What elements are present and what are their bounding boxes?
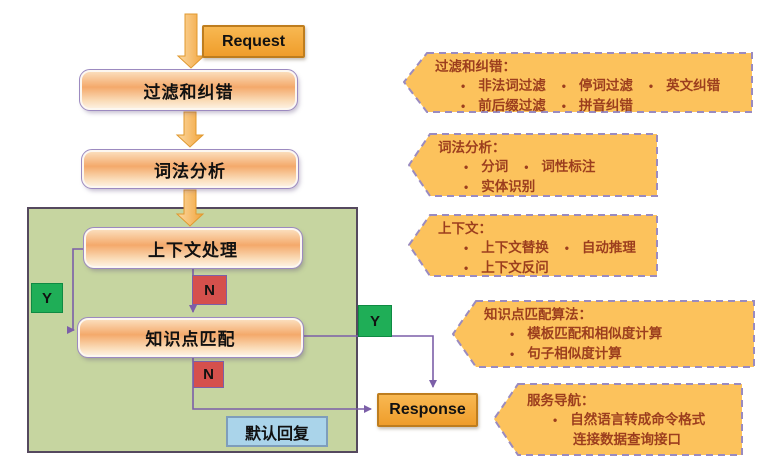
bullet-icon: • bbox=[461, 79, 466, 93]
callout-item: •自动推理 bbox=[565, 238, 636, 258]
knowledge-matching-node: 知识点匹配 bbox=[77, 317, 304, 358]
callout-shape bbox=[408, 133, 658, 197]
response-node: Response bbox=[377, 393, 478, 427]
arrow-request-to-filter bbox=[176, 13, 206, 69]
callout-row: •句子相似度计算 bbox=[510, 344, 755, 364]
lexical-analysis-node: 词法分析 bbox=[81, 149, 299, 189]
bullet-icon: • bbox=[464, 160, 469, 174]
callout-item: •句子相似度计算 bbox=[510, 344, 622, 364]
callout-title: 服务导航： bbox=[527, 393, 595, 408]
bullet-icon: • bbox=[648, 79, 654, 93]
bullet-icon: • bbox=[524, 160, 529, 174]
callout-row: •模板匹配和相似度计算 bbox=[510, 324, 755, 344]
callout-row: •上下文替换 •自动推理 bbox=[464, 238, 658, 258]
callout-item: 连接数据查询接口 bbox=[573, 432, 681, 447]
bullet-icon: • bbox=[561, 99, 566, 113]
callout-title: 过滤和纠错： bbox=[435, 59, 516, 74]
bullet-icon: • bbox=[510, 327, 515, 341]
default-reply-node: 默认回复 bbox=[226, 416, 328, 447]
arrow-lexical-to-context bbox=[175, 189, 205, 227]
callout-matching-algorithm-details: 知识点匹配算法： •模板匹配和相似度计算•句子相似度计算 bbox=[452, 300, 755, 368]
context-yes-badge: Y bbox=[31, 283, 63, 313]
callout-item: •模板匹配和相似度计算 bbox=[510, 324, 662, 344]
callout-row: •自然语言转成命令格式 bbox=[553, 410, 743, 430]
callout-row: •分词 •词性标注 bbox=[464, 157, 658, 177]
knowledge-yes-badge: Y bbox=[358, 305, 392, 337]
bullet-icon: • bbox=[564, 241, 569, 255]
callout-filter-details: 过滤和纠错： •非法词过滤 •停词过滤 •英文纠错 •前后缀过滤 •拼音纠错 bbox=[403, 52, 753, 113]
callout-shape bbox=[493, 383, 743, 456]
callout-row: •前后缀过滤 •拼音纠错 bbox=[461, 96, 753, 116]
callout-item: •上下文反问 bbox=[464, 258, 549, 278]
callout-item: •停词过滤 bbox=[562, 76, 633, 96]
callout-service-navigation-details: 服务导航： •自然语言转成命令格式连接数据查询接口 bbox=[493, 383, 743, 456]
callout-context-details: 上下文： •上下文替换 •自动推理 •上下文反问 bbox=[408, 214, 658, 277]
arrow-filter-to-lexical bbox=[175, 111, 205, 148]
bullet-icon: • bbox=[464, 241, 469, 255]
bullet-icon: • bbox=[464, 180, 469, 194]
callout-item: •分词 bbox=[464, 157, 508, 177]
callout-item: •前后缀过滤 bbox=[461, 96, 546, 116]
callout-item: •英文纠错 bbox=[649, 76, 720, 96]
bullet-icon: • bbox=[553, 413, 558, 427]
callout-item: •词性标注 bbox=[524, 157, 595, 177]
callout-lexical-details: 词法分析： •分词 •词性标注•实体识别 bbox=[408, 133, 658, 197]
bullet-icon: • bbox=[464, 261, 469, 275]
callout-item: •实体识别 bbox=[464, 177, 535, 197]
callout-row: •非法词过滤 •停词过滤 •英文纠错 bbox=[461, 76, 753, 96]
callout-title: 上下文： bbox=[438, 221, 492, 236]
bullet-icon: • bbox=[461, 99, 466, 113]
context-no-badge: N bbox=[192, 275, 227, 305]
filter-correct-node: 过滤和纠错 bbox=[79, 69, 298, 111]
context-processing-node: 上下文处理 bbox=[83, 227, 303, 269]
callout-item: •自然语言转成命令格式 bbox=[553, 410, 705, 430]
callout-shape bbox=[408, 214, 658, 277]
callout-item: •上下文替换 bbox=[464, 238, 549, 258]
callout-item: •非法词过滤 bbox=[461, 76, 546, 96]
connector-context-yes-to-knowledge bbox=[67, 248, 84, 334]
callout-title: 知识点匹配算法： bbox=[484, 307, 592, 322]
callout-row: 连接数据查询接口 bbox=[553, 430, 743, 449]
connector-knowledge-yes-to-response bbox=[303, 335, 437, 388]
callout-row: •上下文反问 bbox=[464, 258, 658, 278]
bullet-icon: • bbox=[510, 347, 515, 361]
knowledge-no-badge: N bbox=[193, 361, 224, 388]
callout-shape bbox=[452, 300, 755, 368]
callout-item: •拼音纠错 bbox=[562, 96, 633, 116]
request-node: Request bbox=[202, 25, 305, 58]
callout-shape bbox=[403, 52, 753, 113]
bullet-icon: • bbox=[561, 79, 566, 93]
callout-title: 词法分析： bbox=[438, 140, 506, 155]
callout-row: •实体识别 bbox=[464, 177, 658, 197]
